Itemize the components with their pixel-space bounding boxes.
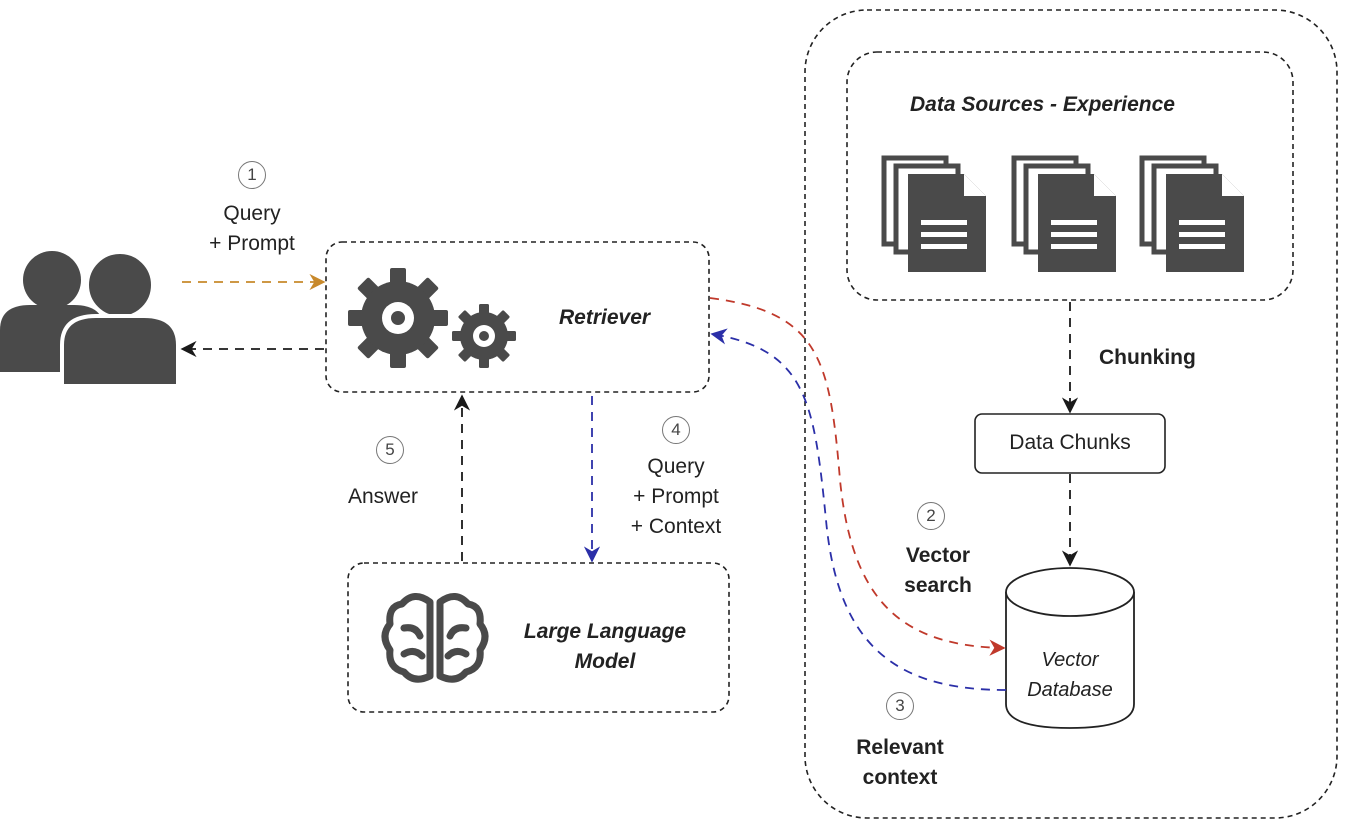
step-1-badge: 1 [238,161,266,189]
data-chunks-box [974,413,1166,474]
users-icon [0,250,180,388]
step-5-badge: 5 [376,436,404,464]
vector-search-arrow [709,297,1006,656]
knowledge-container [804,9,1338,819]
data-chunks-label: Data Chunks [1009,431,1131,454]
data-sources-title: Data Sources - Experience [910,93,1175,116]
step-3-label: Relevant context [856,736,944,789]
document-stack-icon [1011,155,1116,272]
vector-db-label: Vector Database [1027,649,1113,701]
step-2-label: Vector search [904,544,972,597]
step-4-badge: 4 [662,416,690,444]
document-stack-icon [1139,155,1244,272]
cylinder-database-icon [1005,567,1135,729]
chunking-label: Chunking [1099,346,1196,369]
data-sources-box [846,51,1294,301]
retriever-label: Retriever [559,306,651,329]
gears-icon [348,268,516,368]
step-5-label: Answer [348,485,419,508]
document-stack-icon [881,155,986,272]
retriever-box [325,241,710,393]
brain-icon [381,593,489,683]
llm-box [347,562,730,713]
step-2-badge: 2 [917,502,945,530]
step-1-label: Query + Prompt [209,202,295,255]
relevant-context-arrow [710,328,1007,691]
step-4-label: Query + Prompt + Context [630,455,722,538]
step-3-badge: 3 [886,692,914,720]
llm-label: Large Language Model [523,620,687,673]
